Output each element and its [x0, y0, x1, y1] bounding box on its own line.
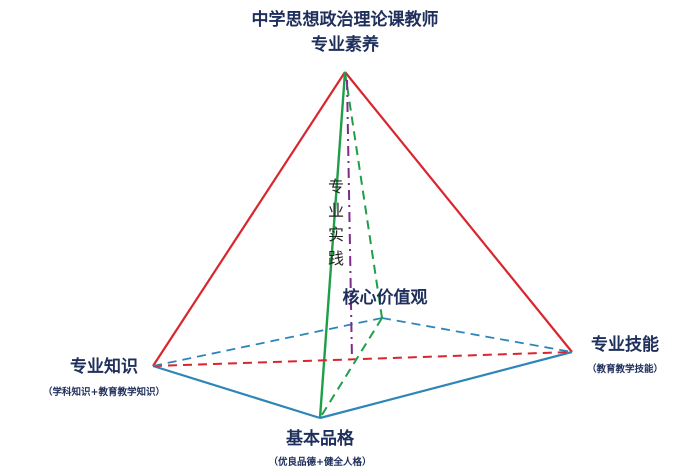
hidden-edge-left-right	[152, 351, 573, 367]
hidden-edge-back-right	[381, 317, 573, 353]
vertical-char-4: 践	[328, 249, 344, 268]
edge-apex-bottom	[318, 71, 347, 419]
left-node-label: 专业知识	[70, 356, 138, 377]
hidden-edge-back-bottom	[319, 317, 383, 419]
right-node-sublabel: （教育教学技能）	[587, 363, 663, 375]
bottom-node-label: 基本品格	[285, 428, 355, 449]
vertical-char-2: 业	[328, 201, 344, 220]
apex-title-line2: 专业素养	[311, 34, 380, 55]
vertical-axis	[346, 79, 353, 361]
vertical-char-1: 专	[328, 177, 344, 196]
hidden-edge-apex-back	[344, 71, 383, 319]
bottom-node-sublabel: （优良品德+健全人格）	[269, 456, 372, 468]
right-node-label: 专业技能	[591, 334, 659, 355]
hidden-edge-left-back	[152, 317, 383, 367]
apex-title-line1: 中学思想政治理论课教师	[252, 9, 439, 30]
vertical-char-3: 实	[328, 225, 344, 244]
edge-apex-right	[344, 71, 573, 353]
edge-left-bottom	[152, 364, 321, 420]
left-node-sublabel: （学科知识+教育教学知识）	[43, 386, 165, 398]
center-label: 核心价值观	[343, 287, 428, 308]
edge-apex-left	[152, 71, 346, 367]
edge-bottom-right	[319, 350, 573, 420]
